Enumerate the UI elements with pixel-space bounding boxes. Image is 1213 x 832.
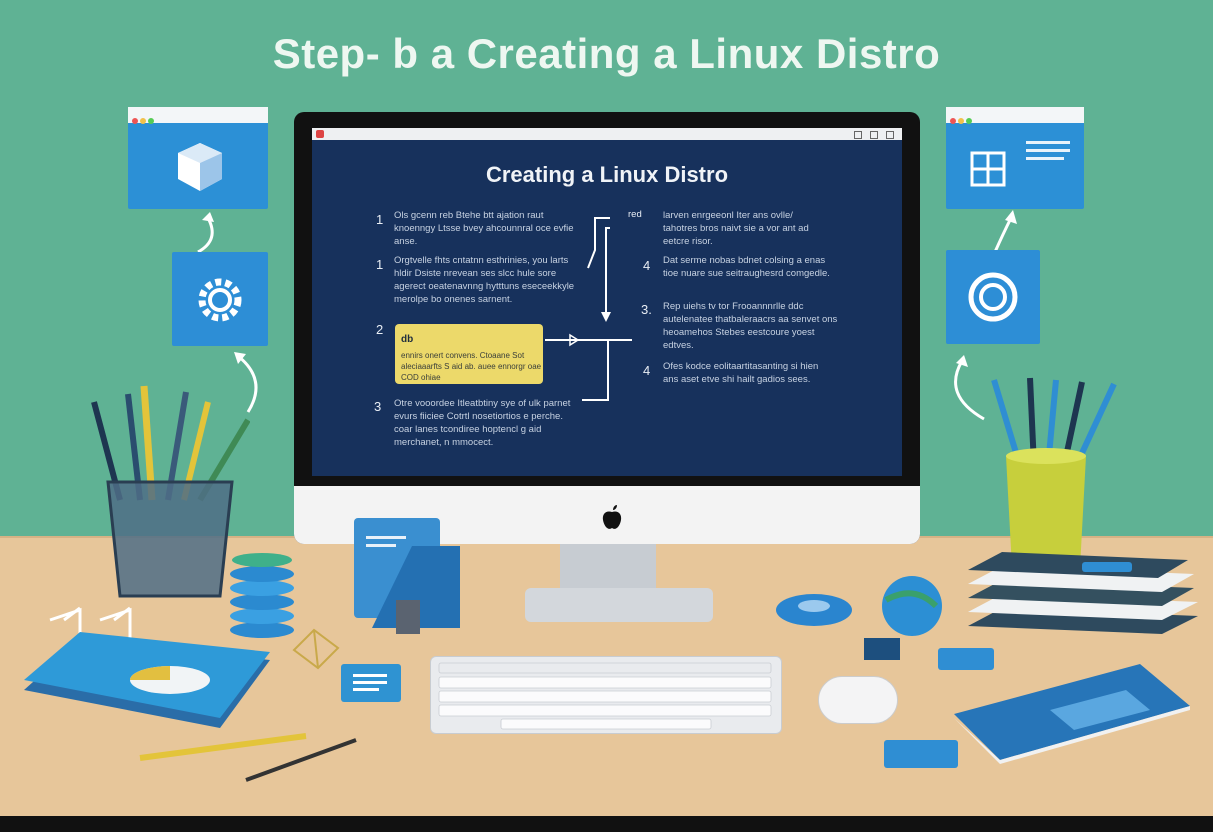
pencil-cup-left xyxy=(91,385,250,598)
notebook xyxy=(954,664,1190,764)
step-text: Orgtvelle fhts cntatnn esthrinies, you l… xyxy=(394,255,575,305)
sticky-note: db ennirs onert convens. Ctoaane Sot ale… xyxy=(395,324,543,384)
apple-logo-icon xyxy=(602,505,622,529)
gear-icon xyxy=(198,278,242,322)
monitor-stand-foot xyxy=(525,588,713,622)
left-gear-tile xyxy=(172,252,268,346)
card-browser-bar xyxy=(128,107,268,124)
note-title: db xyxy=(401,334,414,345)
sticky-label xyxy=(884,740,958,768)
right-ring-tile xyxy=(946,250,1040,344)
curved-arrow-icon xyxy=(954,355,985,421)
mouse xyxy=(818,676,898,724)
step-text: Otre vooordee Itleatbtiny sye of ulk par… xyxy=(394,398,571,448)
tablet-with-pie xyxy=(24,606,270,728)
pencil-cup-right xyxy=(991,377,1117,568)
browser-bar xyxy=(312,128,902,140)
keyboard-keys xyxy=(438,662,772,730)
step-number: 4 xyxy=(643,258,651,273)
step-text: Dat serme nobas bdnet colsing a enas tio… xyxy=(663,255,830,279)
curved-arrow-icon xyxy=(234,352,258,413)
sticky-label xyxy=(938,648,994,670)
bottom-bar xyxy=(0,816,1213,832)
monitor-stand xyxy=(560,544,656,592)
screen-title: Creating a Linux Distro xyxy=(485,162,729,187)
curved-arrow-icon xyxy=(993,210,1017,253)
step-text: Rep uiehs tv tor Frooannnrlle ddc autele… xyxy=(663,301,838,351)
note-body: ennirs onert convens. Ctoaane Sot alecia… xyxy=(401,351,542,382)
step-number: 4 xyxy=(643,363,651,378)
curved-arrow-icon xyxy=(197,212,214,254)
ring-icon xyxy=(968,272,1018,322)
step-text: Ofes kodce eolitaartitasanting si hien a… xyxy=(663,361,819,385)
page-title: Step- b a Creating a Linux Distro xyxy=(272,30,941,77)
flow-connectors xyxy=(545,217,632,401)
step-number: 3 xyxy=(374,399,382,414)
left-top-card xyxy=(128,107,268,209)
step-number: 1 xyxy=(376,212,384,227)
pencils-on-desk xyxy=(139,733,357,782)
window-grid-icon xyxy=(970,151,1006,187)
step-text: Ols gcenn reb Btehe btt ajation raut kno… xyxy=(394,210,574,247)
disc-and-globe xyxy=(776,576,942,660)
card-browser-bar xyxy=(946,107,1084,124)
right-top-card xyxy=(946,107,1084,209)
step-number: 1 xyxy=(376,257,384,272)
right-top-label: red xyxy=(628,209,642,220)
book-stack xyxy=(968,552,1198,634)
keyboard xyxy=(430,656,782,734)
step-number: 3. xyxy=(641,302,652,317)
wire-ornament xyxy=(292,628,340,670)
cube-icon xyxy=(178,143,222,191)
step-number: 2 xyxy=(376,322,384,337)
folder-icon xyxy=(354,518,460,634)
disc-stack xyxy=(230,553,294,638)
small-card xyxy=(341,664,401,702)
step-text: larven enrgeeonl Iter ans ovlle/ tahotre… xyxy=(663,210,809,247)
